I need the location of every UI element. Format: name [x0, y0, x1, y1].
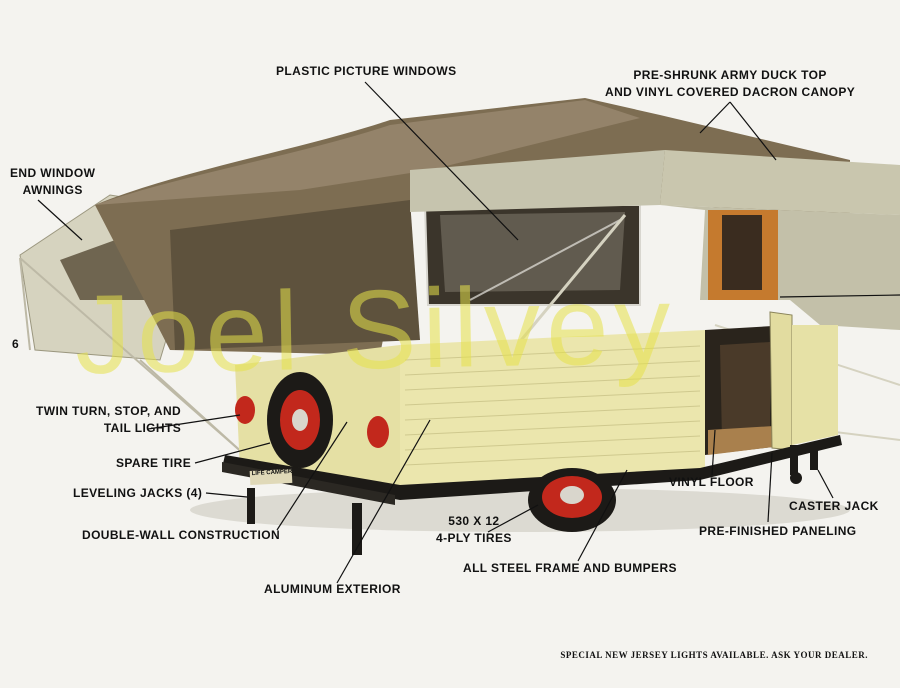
- label-text: VINYL FLOOR: [669, 475, 754, 489]
- spare-tire: [267, 372, 333, 468]
- label-text: PRE-FINISHED PANELING: [699, 524, 857, 538]
- footnote: SPECIAL NEW JERSEY LIGHTS AVAILABLE. ASK…: [560, 650, 868, 660]
- label-text: 530 X 12: [448, 514, 500, 528]
- canvas-top: [95, 98, 900, 481]
- label-spare-tire: SPARE TIRE: [116, 455, 191, 472]
- label-end-window-awnings: END WINDOW AWNINGS: [10, 165, 95, 199]
- label-steel-frame: ALL STEEL FRAME AND BUMPERS: [463, 560, 677, 577]
- label-text: AND VINYL COVERED DACRON CANOPY: [605, 85, 856, 99]
- label-text: PRE-SHRUNK ARMY DUCK TOP: [633, 68, 827, 82]
- leader-lines: [37, 81, 900, 584]
- label-text: ALL STEEL FRAME AND BUMPERS: [463, 561, 677, 575]
- label-text: PLASTIC PICTURE WINDOWS: [276, 64, 457, 78]
- label-leveling-jacks: LEVELING JACKS (4): [73, 485, 202, 502]
- steel-frame: [222, 435, 842, 555]
- label-vinyl-floor: VINYL FLOOR: [669, 474, 754, 491]
- label-text: CASTER JACK: [789, 499, 879, 513]
- label-text: DOUBLE-WALL CONSTRUCTION: [82, 528, 281, 542]
- label-text: TWIN TURN, STOP, AND: [36, 404, 182, 418]
- label-plastic-picture-windows: PLASTIC PICTURE WINDOWS: [276, 63, 457, 80]
- label-aluminum-exterior: ALUMINUM EXTERIOR: [264, 581, 401, 598]
- label-text: SPARE TIRE: [116, 456, 192, 470]
- label-tail-lights: TWIN TURN, STOP, AND TAIL LIGHTS: [36, 403, 181, 437]
- label-text: LEVELING JACKS (4): [73, 486, 203, 500]
- label-text: 4-PLY TIRES: [436, 531, 512, 545]
- label-text: AWNINGS: [22, 183, 83, 197]
- label-text: TAIL LIGHTS: [103, 421, 182, 435]
- label-paneling: PRE-FINISHED PANELING: [699, 523, 857, 540]
- label-tires: 530 X 12 4-PLY TIRES: [436, 513, 512, 547]
- label-text: ALUMINUM EXTERIOR: [264, 582, 401, 596]
- road-wheel: [528, 468, 616, 532]
- label-army-duck-top: PRE-SHRUNK ARMY DUCK TOP AND VINYL COVER…: [605, 67, 855, 101]
- label-text: END WINDOW: [10, 166, 96, 180]
- label-double-wall: DOUBLE-WALL CONSTRUCTION: [82, 527, 280, 544]
- page-number: 6: [12, 337, 19, 351]
- label-caster-jack: CASTER JACK: [789, 498, 879, 515]
- trailer-body: [235, 311, 838, 485]
